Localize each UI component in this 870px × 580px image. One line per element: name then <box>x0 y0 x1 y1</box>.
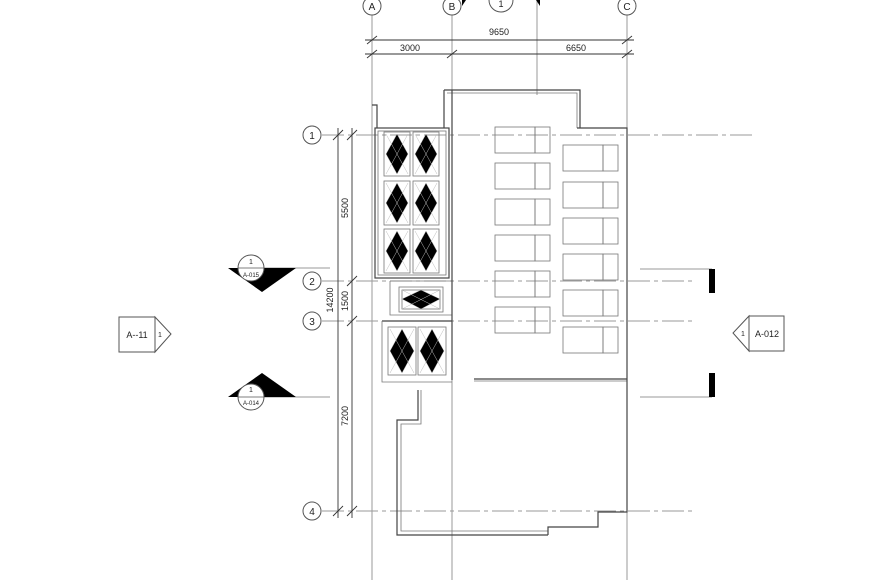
dimension-top: 9650 3000 6650 <box>365 27 634 59</box>
grid-bubble-b-label: B <box>449 2 456 13</box>
section-marker-upper-left: 1 A-015 <box>228 254 330 292</box>
dimension-left-seg-2: 1500 <box>340 291 350 311</box>
grid-bubble-4: 4 <box>302 501 322 521</box>
equipment-unit <box>562 289 619 317</box>
dimension-left-total: 14200 <box>325 287 335 312</box>
grid-bubble-1: 1 <box>302 125 322 145</box>
elevation-tag-right-number: 1 <box>741 331 745 338</box>
grid-bubble-c: C <box>617 0 637 16</box>
equipment-unit <box>562 326 619 354</box>
equipment-unit <box>562 253 619 281</box>
equipment-unit <box>494 126 551 154</box>
section-marker-top: 1 <box>462 0 540 13</box>
elevation-tag-left: A--11 1 <box>118 315 172 354</box>
equipment-unit <box>562 217 619 245</box>
dimension-top-left: 3000 <box>400 43 420 53</box>
grid-bubble-3: 3 <box>302 311 322 331</box>
elevation-tag-right: A-012 1 <box>732 314 785 353</box>
rack-grid <box>383 131 440 274</box>
dimension-left: 14200 5500 1500 7200 <box>325 128 358 518</box>
equipment-unit <box>562 144 619 172</box>
dimension-left-seg-1: 5500 <box>340 198 350 218</box>
dimension-top-right: 6650 <box>566 43 586 53</box>
grid-bubble-4-label: 4 <box>309 507 315 518</box>
section-cut-right <box>640 268 715 398</box>
grid-bubble-2: 2 <box>302 271 322 291</box>
dimension-top-total: 9650 <box>489 27 509 37</box>
elevation-tag-left-sheet: A--11 <box>126 330 147 340</box>
storage-racks-lower <box>387 326 447 376</box>
section-marker-lower-left-number: 1 <box>249 387 253 394</box>
equipment-unit <box>562 181 619 209</box>
building-outline <box>372 89 628 536</box>
grid-bubble-2-label: 2 <box>309 277 315 288</box>
grid-bubble-3-label: 3 <box>309 317 315 328</box>
grid-bubble-a-label: A <box>369 2 376 13</box>
section-marker-upper-left-sheet: A-015 <box>243 273 260 279</box>
section-marker-lower-left-sheet: A-014 <box>243 401 260 407</box>
equipment-unit <box>494 234 551 262</box>
storage-rack-middle <box>398 286 444 313</box>
equipment-column-right <box>562 144 619 354</box>
equipment-unit <box>494 162 551 190</box>
equipment-column-left <box>494 126 551 334</box>
grid-bubble-c-label: C <box>623 2 630 13</box>
equipment-unit <box>494 198 551 226</box>
grid-bubble-a: A <box>362 0 382 16</box>
equipment-unit <box>494 306 551 334</box>
grid-bubble-1-label: 1 <box>309 131 315 142</box>
dimension-left-seg-3: 7200 <box>340 406 350 426</box>
elevation-tag-left-number: 1 <box>158 332 162 339</box>
section-marker-upper-left-number: 1 <box>249 259 253 266</box>
equipment-unit <box>494 270 551 298</box>
section-marker-top-number: 1 <box>498 0 503 9</box>
storage-racks-upper <box>383 131 440 274</box>
section-marker-lower-left: 1 A-014 <box>228 373 330 411</box>
elevation-tag-right-sheet: A-012 <box>755 329 779 339</box>
grid-bubble-b: B <box>442 0 462 16</box>
